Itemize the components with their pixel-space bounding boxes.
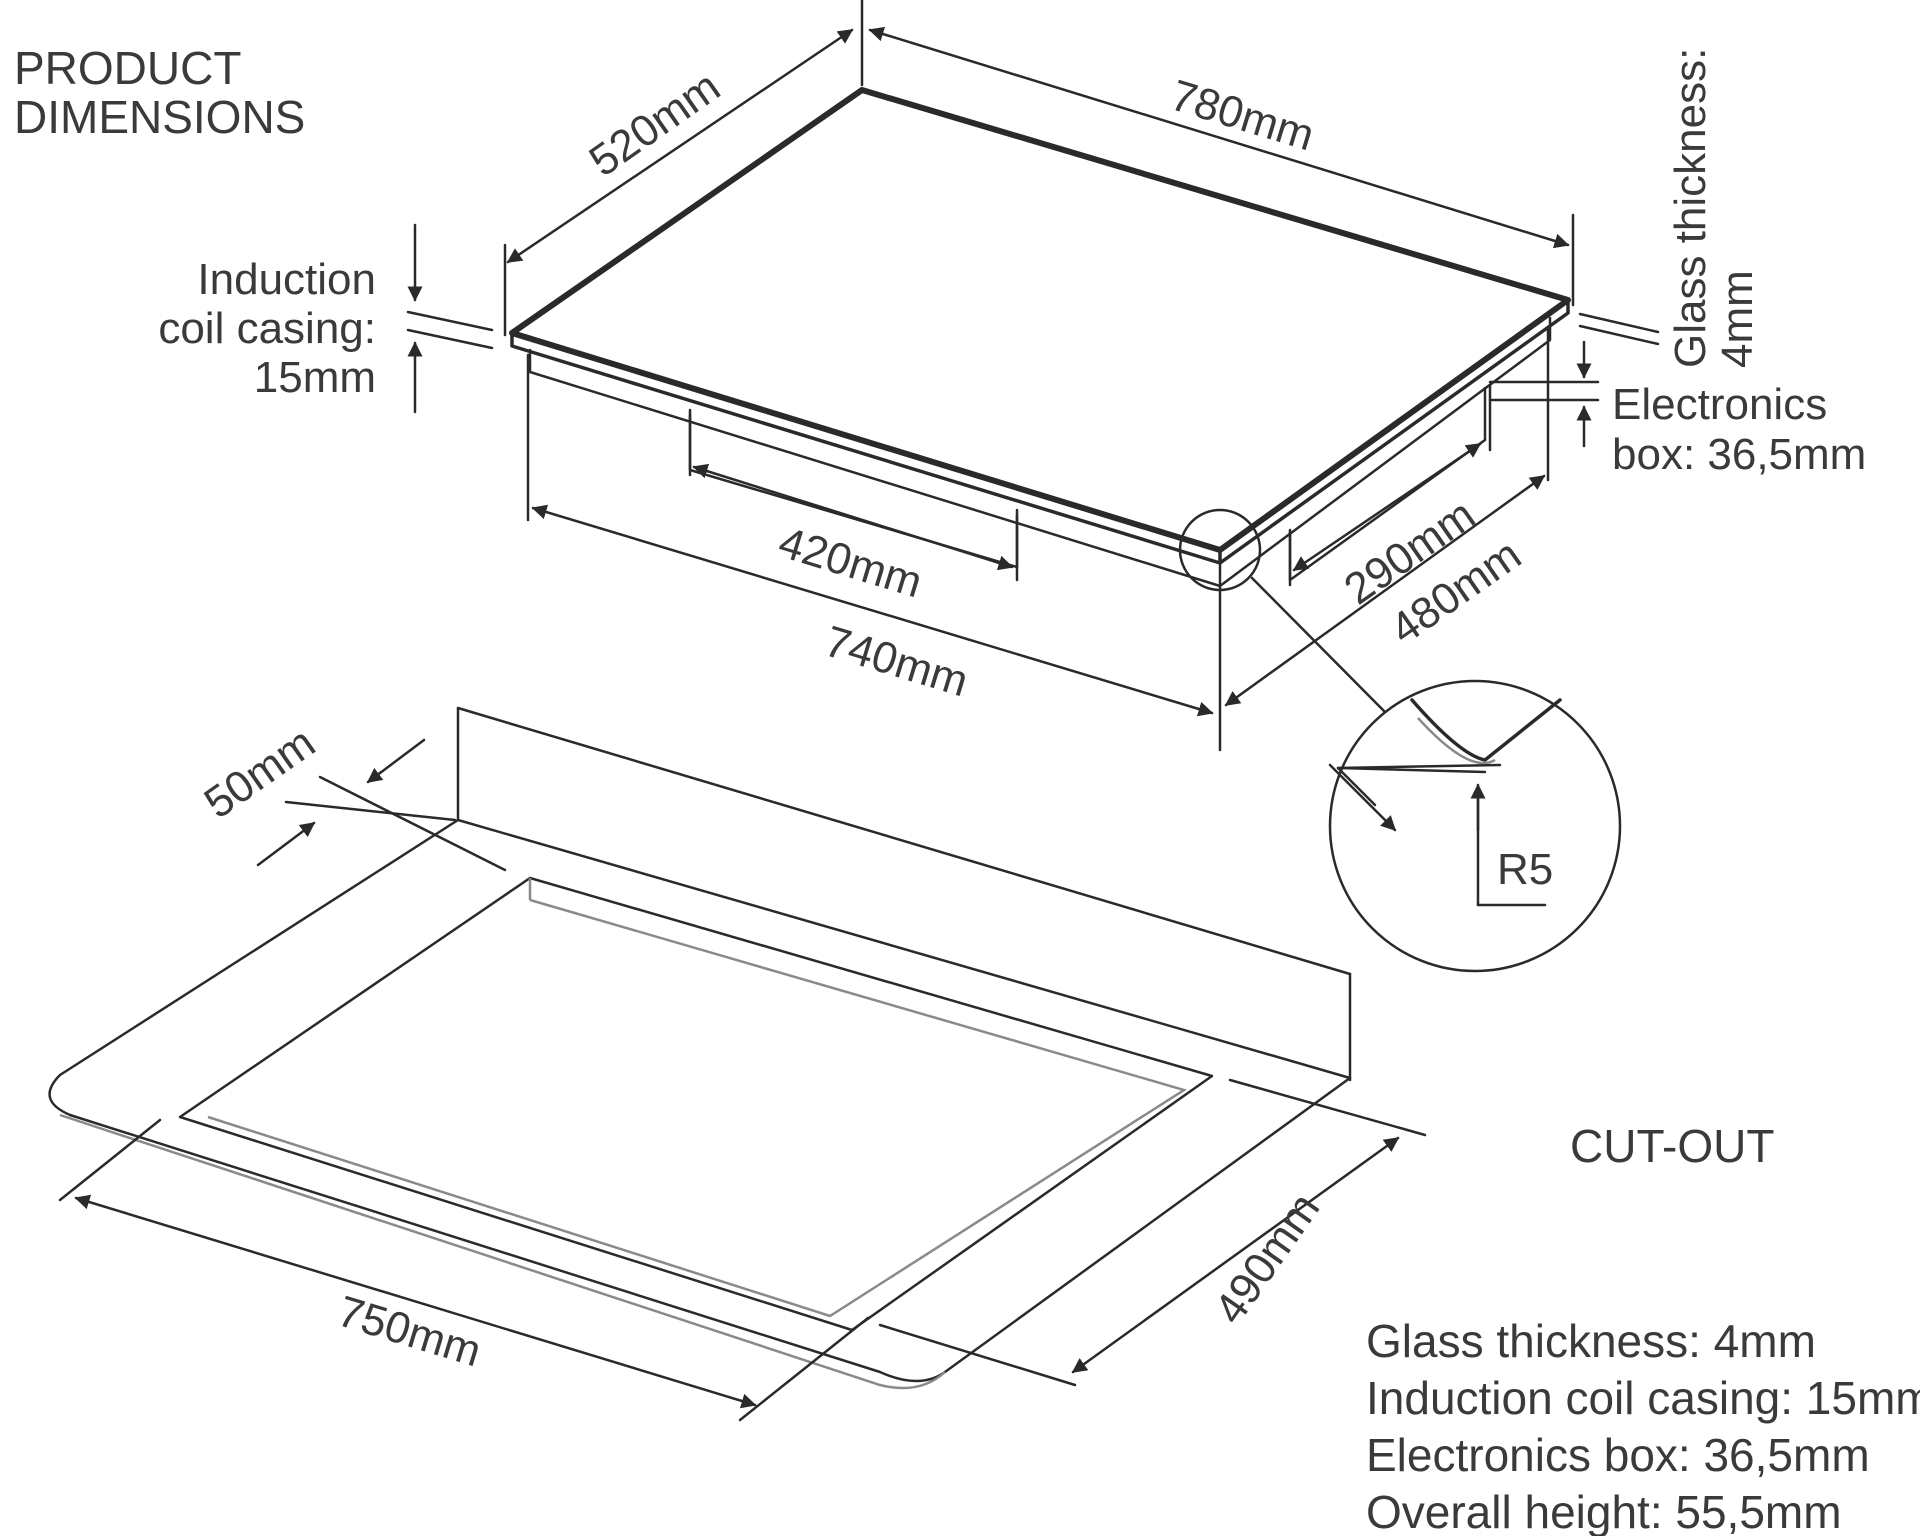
- dim-780-arrow: [868, 26, 1570, 249]
- extension-lines: [406, 0, 1660, 752]
- hob-glass-top: [509, 87, 1571, 553]
- coil-casing-label-line3: 15mm: [254, 353, 376, 402]
- dim-740-arrow: [531, 504, 1214, 717]
- dim-490-arrow: [1071, 1136, 1400, 1374]
- radius-label: R5: [1497, 845, 1553, 894]
- dimension-arrows: [407, 26, 1592, 717]
- dim-520-arrow: [506, 28, 854, 264]
- dim-520-label: 520mm: [581, 62, 729, 186]
- spec-overall-height: Overall height: 55,5mm: [1366, 1486, 1842, 1536]
- spec-electronics-box: Electronics box: 36,5mm: [1366, 1429, 1870, 1481]
- spec-glass-thickness: Glass thickness: 4mm: [1366, 1315, 1816, 1367]
- worktop-outline: [48, 818, 1352, 1383]
- dim-420-label: 420mm: [773, 518, 928, 608]
- spec-induction-coil: Induction coil casing: 15mm: [1366, 1372, 1920, 1424]
- cutout-dimension-arrows: [74, 738, 1400, 1409]
- dim-750-arrow: [74, 1194, 757, 1409]
- dim-480-arrow: [1224, 474, 1546, 707]
- cutout-offset-label: 50mm: [196, 718, 324, 828]
- dim-780-label: 780mm: [1165, 71, 1320, 161]
- glass-thickness-label-line2: 4mm: [1713, 270, 1762, 368]
- cutout-opening: [178, 876, 1214, 1332]
- dim-740-label: 740mm: [819, 617, 974, 707]
- glass-thickness-label-line1: Glass thickness:: [1666, 48, 1715, 368]
- cutout-drawing: [48, 706, 1427, 1422]
- product-dimensions-title-line2: DIMENSIONS: [14, 91, 305, 143]
- corner-radius-detail: [1328, 679, 1622, 973]
- coil-casing-label-line2: coil casing:: [158, 304, 376, 353]
- product-dimensions-title-line1: PRODUCT: [14, 42, 241, 94]
- dim-490-label: 490mm: [1205, 1184, 1329, 1332]
- cutout-title: CUT-OUT: [1570, 1120, 1774, 1172]
- coil-casing-label-line1: Induction: [197, 255, 376, 304]
- dim-420-arrow: [692, 463, 1014, 571]
- specs-list: Glass thickness: 4mm Induction coil casi…: [1366, 1315, 1920, 1536]
- electronics-box-label-line2: box: 36,5mm: [1612, 430, 1866, 479]
- electronics-box-label-line1: Electronics: [1612, 380, 1827, 429]
